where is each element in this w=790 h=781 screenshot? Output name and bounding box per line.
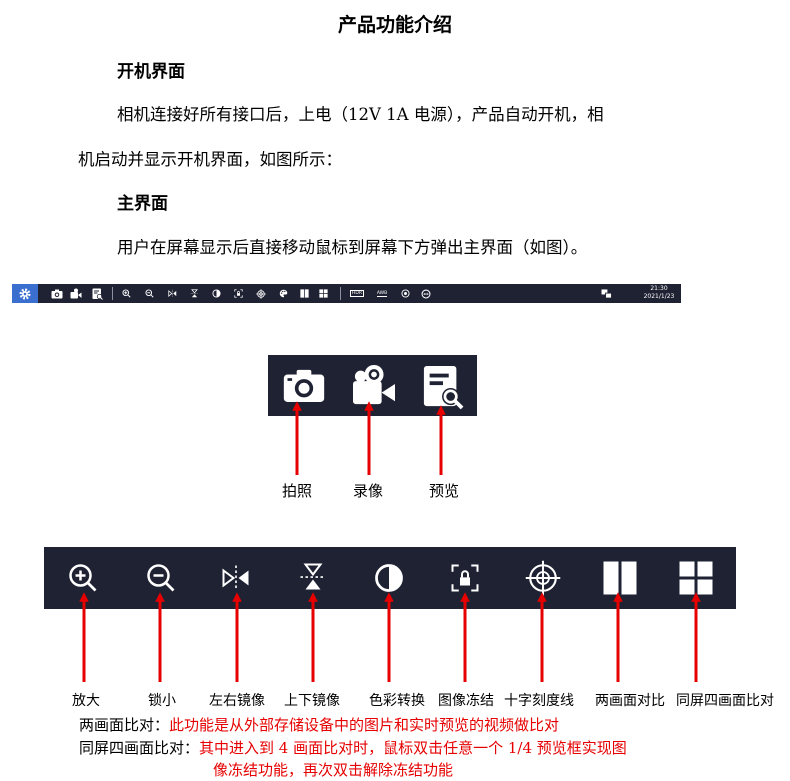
hdr-icon[interactable]: HDR [348, 284, 366, 303]
four-pane-icon[interactable] [678, 560, 714, 600]
palette-icon[interactable] [277, 284, 289, 303]
label-color: 色彩转换 [369, 693, 425, 709]
video-record-icon[interactable] [69, 284, 83, 303]
crosshair-icon[interactable] [525, 560, 561, 600]
settings-dial-icon[interactable] [420, 284, 432, 303]
video-record-icon[interactable] [351, 364, 397, 410]
boot-heading: 开机界面 [117, 62, 185, 82]
crosshair-icon[interactable] [255, 284, 267, 303]
label-zoom-in: 放大 [72, 693, 100, 709]
note-two-label: 两画面比对： [79, 716, 170, 734]
zoom-out-icon[interactable] [146, 563, 176, 597]
freeze-icon[interactable] [450, 563, 480, 597]
label-freeze: 图像冻结 [438, 693, 494, 709]
clock: 21:30 2021/1/23 [637, 285, 681, 301]
label-record: 录像 [353, 482, 384, 500]
note-four-label: 同屏四画面比对： [79, 739, 200, 757]
label-two-compare: 两画面对比 [595, 693, 665, 709]
main-heading: 主界面 [117, 194, 168, 214]
label-preview: 预览 [429, 482, 460, 500]
camera-icon[interactable] [50, 284, 64, 303]
preview-icon[interactable] [422, 364, 464, 414]
label-zoom-out: 锁小 [148, 693, 176, 709]
boot-paragraph-line1: 相机连接好所有接口后，上电（12V 1A 电源），产品自动开机，相 [117, 105, 604, 124]
boot-paragraph-line2: 机启动并显示开机界面，如图所示： [78, 150, 342, 169]
exposure-icon[interactable] [399, 284, 411, 303]
two-pane-icon[interactable] [298, 284, 310, 303]
label-mirror-lr: 左右镜像 [209, 693, 265, 709]
clock-time: 21:30 [650, 285, 668, 292]
note-two-text: 此功能是从外部存储设备中的图片和实时预览的视频做比对 [169, 716, 560, 734]
main-paragraph: 用户在屏幕显示后直接移动鼠标到屏幕下方弹出主界面（如图）。 [117, 238, 588, 257]
mirror-horizontal-icon[interactable] [221, 563, 251, 597]
label-mirror-ud: 上下镜像 [284, 693, 340, 709]
cast-icon[interactable] [599, 284, 613, 303]
label-crosshair: 十字刻度线 [504, 693, 574, 709]
page-title: 产品功能介绍 [337, 14, 452, 36]
color-convert-icon[interactable] [374, 563, 404, 597]
preview-icon[interactable] [90, 284, 104, 303]
two-pane-icon[interactable] [602, 560, 638, 600]
four-pane-icon[interactable] [317, 284, 329, 303]
note-four-text1: 其中进入到 4 画面比对时，鼠标双击任意一个 1/4 预览框实现图 [199, 739, 627, 757]
mirror-vertical-icon[interactable] [188, 284, 200, 303]
clock-date: 2021/1/23 [643, 293, 675, 300]
mirror-horizontal-icon[interactable] [166, 284, 178, 303]
zoom-out-icon[interactable] [143, 284, 155, 303]
mirror-vertical-icon[interactable] [298, 562, 328, 596]
hdr-label: HDR [350, 290, 364, 297]
note-four-compare: 同屏四画面比对：其中进入到 4 画面比对时，鼠标双击任意一个 1/4 预览框实现… [79, 737, 627, 758]
label-photo: 拍照 [282, 482, 313, 500]
color-convert-icon[interactable] [210, 284, 222, 303]
main-toolbar: HDR AWB 21:30 2021/1/23 [12, 284, 681, 303]
note-four-text2: 像冻结功能，再次双击解除冻结功能 [213, 761, 454, 779]
gear-icon[interactable] [12, 284, 38, 303]
toolbar-divider [112, 287, 113, 300]
camera-icon[interactable] [282, 367, 326, 408]
zoom-in-icon[interactable] [68, 563, 98, 597]
note-two-compare: 两画面比对：此功能是从外部存储设备中的图片和实时预览的视频做比对 [79, 714, 559, 735]
zoom-in-icon[interactable] [120, 284, 132, 303]
freeze-icon[interactable] [232, 284, 244, 303]
awb-icon[interactable]: AWB [373, 284, 391, 303]
awb-label: AWB [376, 290, 388, 297]
toolbar-divider [340, 287, 341, 300]
label-four-compare: 同屏四画面比对 [676, 693, 774, 709]
